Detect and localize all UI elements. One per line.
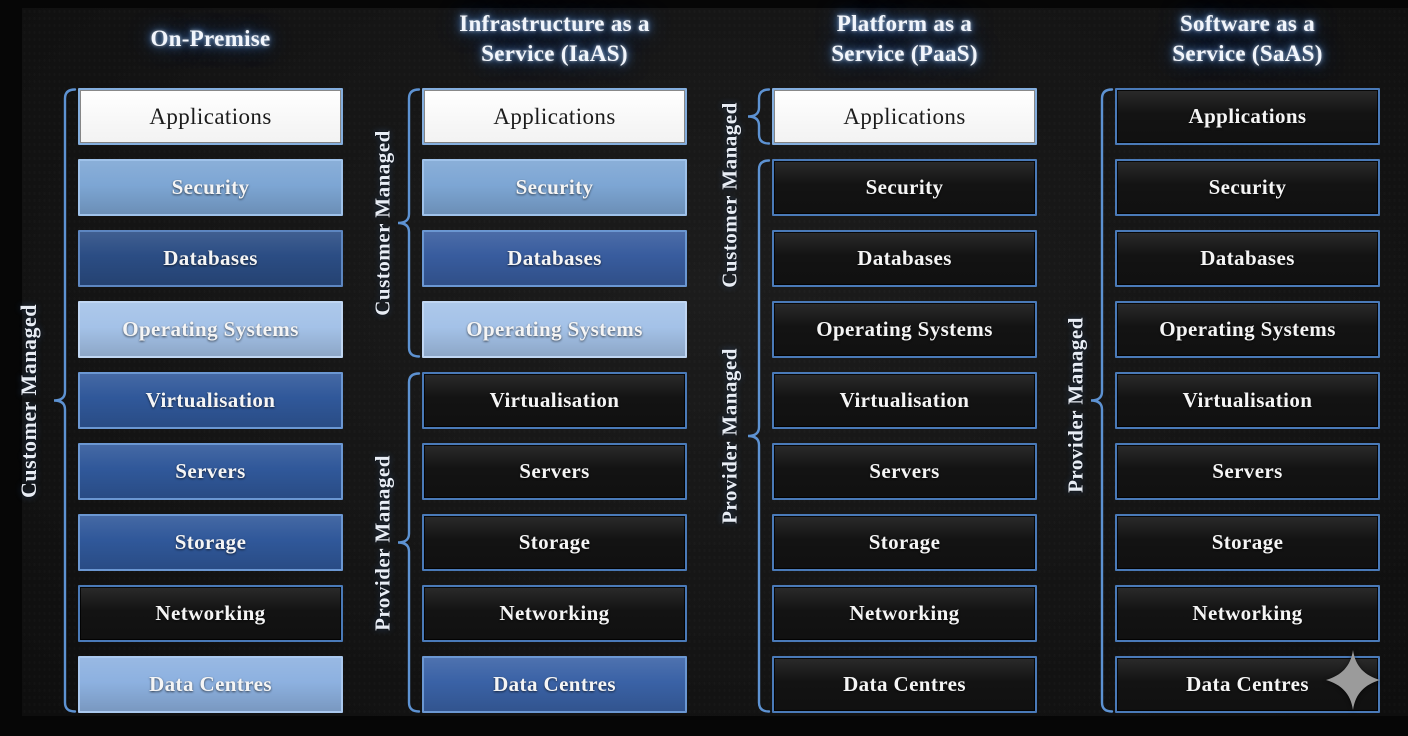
box-saas-databases: Databases — [1115, 230, 1380, 287]
column-header-iaas: Infrastructure as a Service (IaAS) — [459, 6, 650, 72]
box-on-premise-virtualisation: Virtualisation — [78, 372, 343, 429]
column-header-line: Service (PaaS) — [831, 41, 978, 66]
column-header-line: Software as a — [1179, 11, 1316, 36]
box-saas-data-centres: Data Centres — [1115, 656, 1380, 713]
box-paas-databases: Databases — [772, 230, 1037, 287]
bracket-label-iaas-provider-managed: Provider Managed — [370, 454, 395, 631]
column-header-saas: Software as a Service (SaAS) — [1172, 6, 1322, 72]
box-paas-operating-systems: Operating Systems — [772, 301, 1037, 358]
column-header-paas: Platform as a Service (PaaS) — [831, 6, 978, 72]
box-paas-applications: Applications — [772, 88, 1037, 145]
box-on-premise-operating-systems: Operating Systems — [78, 301, 343, 358]
box-saas-applications: Applications — [1115, 88, 1380, 145]
bracket-label-on-premise-customer-managed: Customer Managed — [16, 303, 41, 498]
column-header-line: On-Premise — [150, 26, 271, 51]
column-header-on-premise: On-Premise — [150, 6, 270, 72]
box-saas-operating-systems: Operating Systems — [1115, 301, 1380, 358]
box-iaas-databases: Databases — [422, 230, 687, 287]
box-on-premise-databases: Databases — [78, 230, 343, 287]
sparkle-icon — [1326, 650, 1380, 710]
box-iaas-security: Security — [422, 159, 687, 216]
bracket-iaas-customer-managed — [397, 88, 421, 358]
box-paas-storage: Storage — [772, 514, 1037, 571]
box-paas-networking: Networking — [772, 585, 1037, 642]
box-saas-storage: Storage — [1115, 514, 1380, 571]
box-on-premise-security: Security — [78, 159, 343, 216]
column-header-line: Infrastructure as a — [459, 11, 650, 36]
bracket-label-paas-provider-managed: Provider Managed — [717, 348, 742, 524]
bracket-label-saas-provider-managed: Provider Managed — [1063, 317, 1088, 493]
box-paas-virtualisation: Virtualisation — [772, 372, 1037, 429]
column-header-line: Service (IaAS) — [481, 41, 628, 66]
bracket-on-premise-customer-managed — [53, 88, 77, 713]
bracket-saas-provider-managed — [1090, 88, 1114, 713]
box-iaas-data-centres: Data Centres — [422, 656, 687, 713]
box-iaas-applications: Applications — [422, 88, 687, 145]
box-paas-data-centres: Data Centres — [772, 656, 1037, 713]
bracket-paas-provider-managed — [747, 159, 771, 713]
box-iaas-virtualisation: Virtualisation — [422, 372, 687, 429]
bracket-label-paas-customer-managed: Customer Managed — [717, 102, 742, 288]
box-paas-security: Security — [772, 159, 1037, 216]
box-on-premise-networking: Networking — [78, 585, 343, 642]
box-saas-security: Security — [1115, 159, 1380, 216]
box-saas-servers: Servers — [1115, 443, 1380, 500]
bracket-paas-customer-managed — [747, 88, 771, 145]
box-iaas-operating-systems: Operating Systems — [422, 301, 687, 358]
box-iaas-servers: Servers — [422, 443, 687, 500]
box-on-premise-applications: Applications — [78, 88, 343, 145]
box-iaas-storage: Storage — [422, 514, 687, 571]
bracket-iaas-provider-managed — [397, 372, 421, 713]
box-paas-servers: Servers — [772, 443, 1037, 500]
bracket-label-iaas-customer-managed: Customer Managed — [370, 130, 395, 316]
box-on-premise-storage: Storage — [78, 514, 343, 571]
box-saas-networking: Networking — [1115, 585, 1380, 642]
box-on-premise-servers: Servers — [78, 443, 343, 500]
box-on-premise-data-centres: Data Centres — [78, 656, 343, 713]
box-saas-virtualisation: Virtualisation — [1115, 372, 1380, 429]
column-header-line: Service (SaAS) — [1172, 41, 1323, 66]
column-header-line: Platform as a — [836, 11, 973, 36]
box-iaas-networking: Networking — [422, 585, 687, 642]
